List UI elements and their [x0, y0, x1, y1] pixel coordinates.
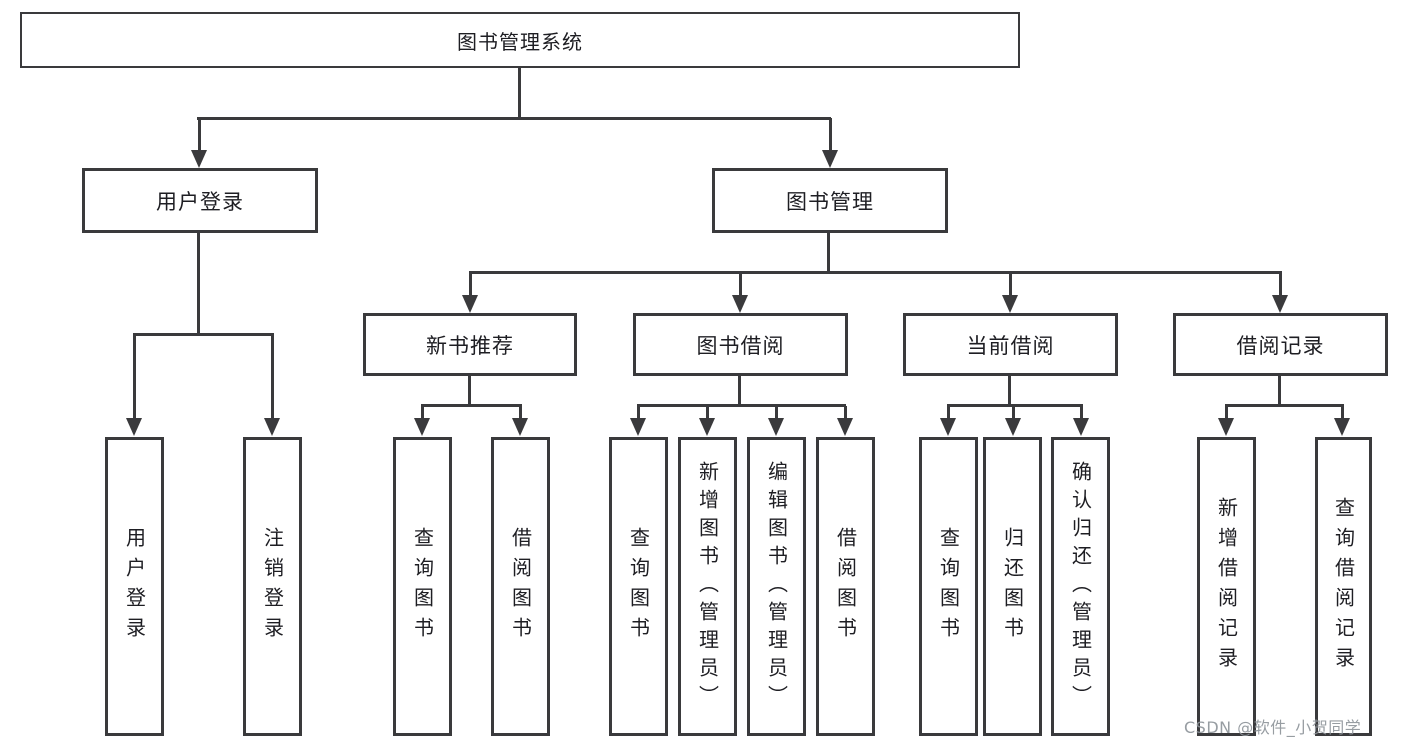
connector-level2-bus	[197, 117, 831, 120]
connector-borrow-records-drop	[1278, 376, 1281, 406]
arrow-to-leaf-query-books-1	[414, 406, 430, 436]
connector-current-borrow-drop	[1008, 376, 1011, 406]
arrow-to-leaf-query-record	[1334, 406, 1350, 436]
arrow-to-leaf-user-login	[126, 335, 142, 436]
leaf-label: 借阅图书	[833, 526, 858, 647]
node-current-borrow: 当前借阅	[903, 313, 1118, 376]
node-label: 当前借阅	[966, 333, 1055, 358]
leaf-add-books-admin: 新增图书（管理员）	[678, 437, 737, 736]
connector-new-books-drop	[468, 376, 471, 406]
leaf-label: 查询借阅记录	[1331, 496, 1356, 677]
connector-root-drop	[518, 68, 521, 119]
leaf-query-books-2: 查询图书	[609, 437, 668, 736]
node-library-system: 图书管理系统	[20, 12, 1020, 68]
leaf-label: 查询图书	[410, 526, 435, 647]
arrow-to-current-borrow	[1002, 273, 1018, 313]
csdn-watermark: CSDN @软件_小贺同学	[1184, 718, 1362, 737]
arrow-to-leaf-add-record	[1218, 406, 1234, 436]
leaf-logout: 注销登录	[243, 437, 302, 736]
node-borrow-records: 借阅记录	[1173, 313, 1388, 376]
leaf-return-books: 归还图书	[983, 437, 1042, 736]
leaf-borrow-books-1: 借阅图书	[491, 437, 550, 736]
arrow-to-new-books	[462, 273, 478, 313]
connector-book-borrow-drop	[738, 376, 741, 406]
leaf-label: 新增图书（管理员）	[695, 460, 720, 713]
leaf-query-books-1: 查询图书	[393, 437, 452, 736]
arrow-to-leaf-borrow-books-2	[837, 406, 853, 436]
leaf-label: 确认归还（管理员）	[1068, 460, 1093, 713]
leaf-confirm-return-admin: 确认归还（管理员）	[1051, 437, 1110, 736]
connector-user-login-drop	[197, 233, 200, 336]
node-user-login: 用户登录	[82, 168, 318, 233]
leaf-label: 归还图书	[1000, 526, 1025, 647]
node-label: 借阅记录	[1236, 333, 1325, 358]
leaf-add-borrow-record: 新增借阅记录	[1197, 437, 1256, 736]
arrow-to-leaf-logout	[264, 335, 280, 436]
arrow-to-book-borrow	[732, 273, 748, 313]
node-label: 新书推荐	[426, 333, 514, 358]
leaf-query-borrow-record: 查询借阅记录	[1315, 437, 1372, 736]
leaf-label: 借阅图书	[508, 526, 533, 647]
leaf-label: 查询图书	[936, 526, 961, 647]
arrow-to-user-login	[191, 118, 207, 168]
arrow-to-leaf-borrow-books-1	[512, 406, 528, 436]
connector-borrow-records-bus	[1225, 404, 1344, 407]
leaf-label: 查询图书	[626, 526, 651, 647]
connector-level3-bus	[469, 271, 1282, 274]
node-label: 图书管理	[786, 189, 874, 214]
node-book-management: 图书管理	[712, 168, 948, 233]
leaf-user-login: 用户登录	[105, 437, 164, 736]
arrow-to-leaf-query-books-3	[940, 406, 956, 436]
connector-user-login-bus	[133, 333, 274, 336]
arrow-to-leaf-confirm-return	[1073, 406, 1089, 436]
leaf-edit-books-admin: 编辑图书（管理员）	[747, 437, 806, 736]
connector-new-books-bus	[421, 404, 522, 407]
node-book-borrow: 图书借阅	[633, 313, 848, 376]
arrow-to-leaf-query-books-2	[630, 406, 646, 436]
leaf-query-books-3: 查询图书	[919, 437, 978, 736]
node-label: 图书管理系统	[457, 29, 583, 54]
arrow-to-book-management	[822, 118, 838, 168]
leaf-label: 编辑图书（管理员）	[764, 460, 789, 713]
leaf-borrow-books-2: 借阅图书	[816, 437, 875, 736]
node-label: 用户登录	[156, 189, 244, 214]
connector-current-borrow-bus	[947, 404, 1083, 407]
leaf-label: 注销登录	[260, 526, 285, 647]
arrow-to-leaf-edit-books	[768, 406, 784, 436]
connector-book-borrow-bus	[637, 404, 846, 407]
node-label: 图书借阅	[696, 333, 785, 358]
leaf-label: 用户登录	[122, 526, 147, 647]
arrow-to-leaf-add-books	[699, 406, 715, 436]
arrow-to-borrow-records	[1272, 273, 1288, 313]
node-new-book-recommend: 新书推荐	[363, 313, 577, 376]
leaf-label: 新增借阅记录	[1214, 496, 1239, 677]
connector-book-mgmt-drop	[827, 233, 830, 274]
arrow-to-leaf-return-books	[1005, 406, 1021, 436]
